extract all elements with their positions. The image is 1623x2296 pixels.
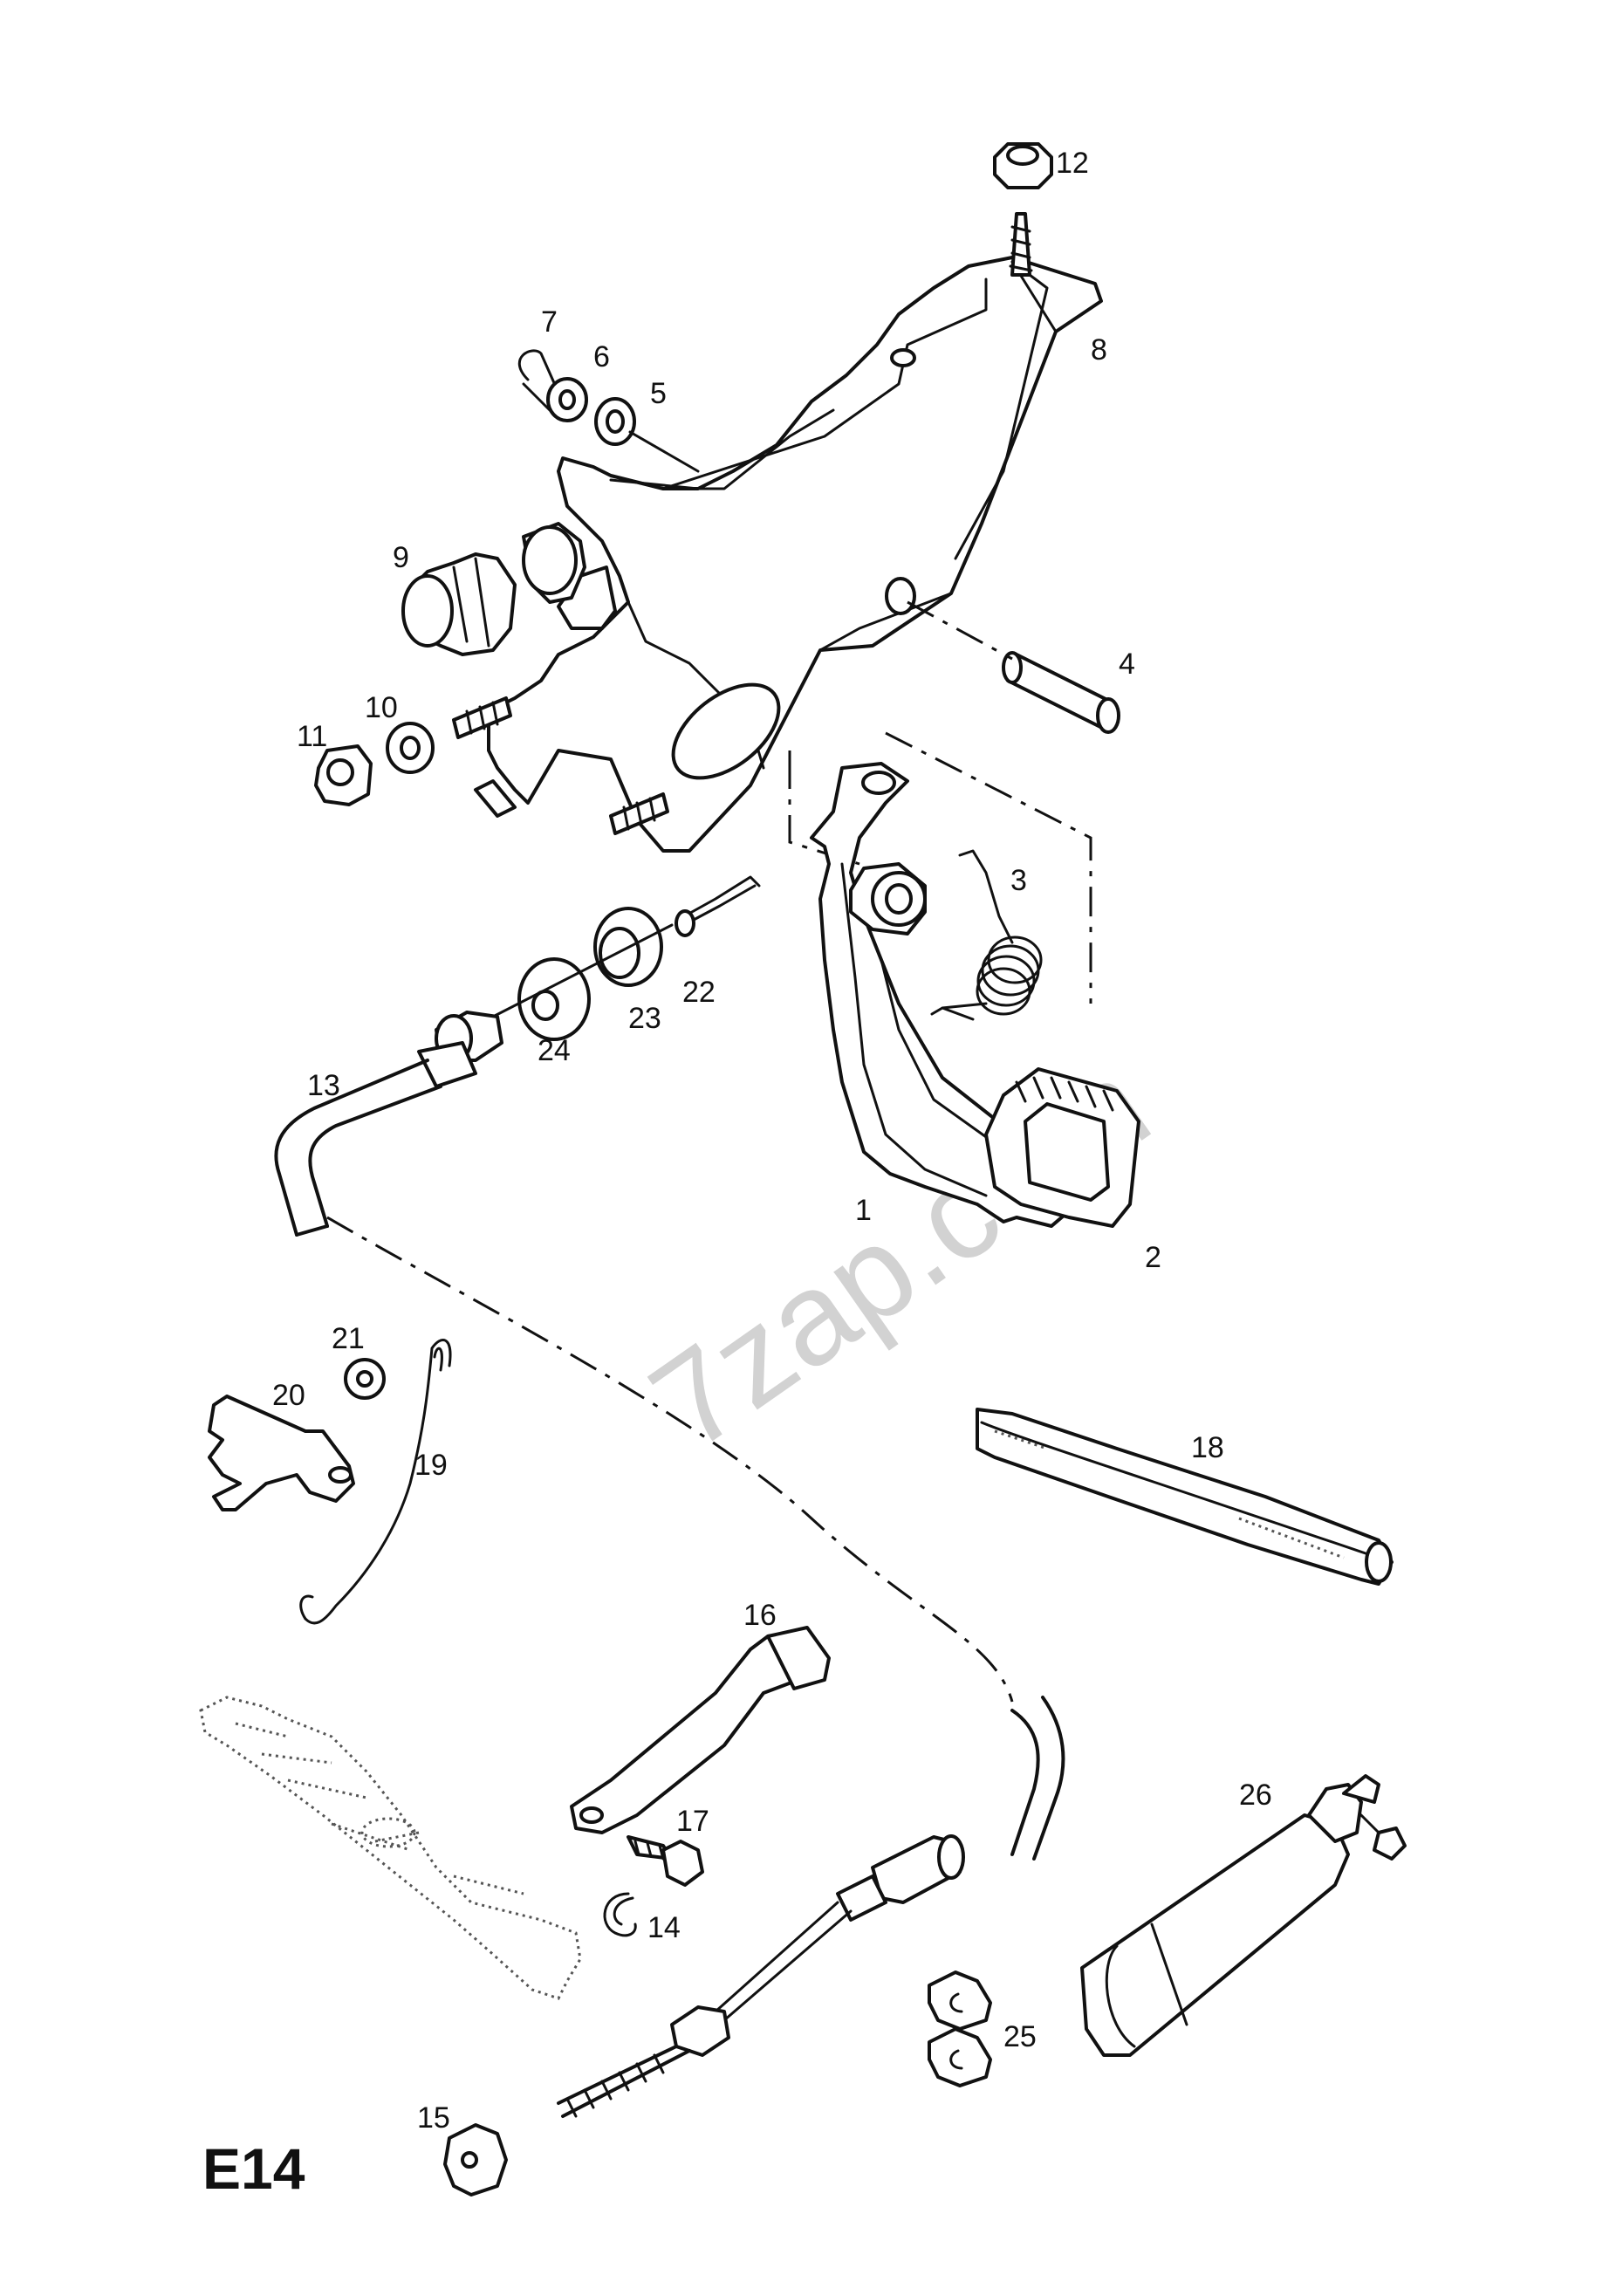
grommet-15: 15: [417, 2101, 508, 2197]
callout-1: 1: [855, 1194, 872, 1227]
callout-22: 22: [682, 976, 716, 1009]
callout-17: 17: [676, 1805, 709, 1838]
callout-15: 15: [417, 2101, 450, 2135]
pedal-bracket: [452, 212, 1103, 853]
bushing-6: 6: [546, 340, 610, 422]
callout-21: 21: [332, 1322, 365, 1355]
callout-16: 16: [743, 1599, 777, 1632]
callout-10: 10: [365, 691, 398, 724]
washer-5: 5: [594, 377, 700, 473]
floor-panel-outline: [199, 1696, 582, 2000]
callout-20: 20: [272, 1379, 305, 1412]
callout-14: 14: [647, 1911, 681, 1944]
callout-19: 19: [414, 1449, 448, 1482]
washer-23: 23: [593, 907, 663, 1035]
callout-12: 12: [1056, 147, 1089, 180]
callout-7: 7: [541, 305, 558, 339]
pivot-pin-4: 4: [907, 600, 1135, 734]
callout-18: 18: [1191, 1431, 1224, 1464]
callout-23: 23: [628, 1002, 661, 1035]
pedal-pad-2: 2: [984, 1067, 1161, 1274]
callout-13: 13: [307, 1069, 340, 1102]
callout-9: 9: [393, 541, 409, 574]
bracket-20: 20: [208, 1379, 355, 1511]
return-spring-19: 19: [299, 1339, 452, 1625]
callout-11: 11: [297, 720, 327, 753]
cylinder-26: 26: [1080, 1774, 1407, 2057]
trim-strip-18: 18: [976, 1408, 1394, 1586]
clutch-pedal-arm-1: 1: [810, 762, 1084, 1228]
rubber-boot-9: 9: [393, 522, 586, 656]
clip-7: 7: [517, 305, 560, 412]
grommet-24: 24: [517, 957, 591, 1067]
rod-end-22: 22: [675, 875, 761, 1009]
callout-4: 4: [1119, 648, 1135, 681]
clutch-cable-13: 13: [274, 923, 1065, 2118]
clip-14: 14: [603, 1892, 681, 1944]
callout-26: 26: [1239, 1779, 1272, 1812]
washer-10: 10: [365, 691, 435, 774]
nut-12: 12: [993, 142, 1089, 189]
washer-21: 21: [332, 1322, 386, 1400]
callout-3: 3: [1010, 864, 1027, 897]
lever-16: 16: [570, 1599, 831, 1834]
callout-6: 6: [593, 340, 610, 374]
callout-24: 24: [538, 1034, 571, 1067]
nut-11: 11: [297, 720, 373, 806]
callout-8: 8: [1091, 333, 1107, 367]
callout-25: 25: [1003, 2020, 1037, 2053]
return-spring-3: 3: [930, 849, 1043, 1021]
clips-25: 25: [928, 1970, 1037, 2087]
callout-5: 5: [650, 377, 667, 410]
callout-2: 2: [1145, 1241, 1161, 1274]
bolt-17: 17: [627, 1805, 709, 1887]
figure-code: E14: [202, 2136, 305, 2201]
